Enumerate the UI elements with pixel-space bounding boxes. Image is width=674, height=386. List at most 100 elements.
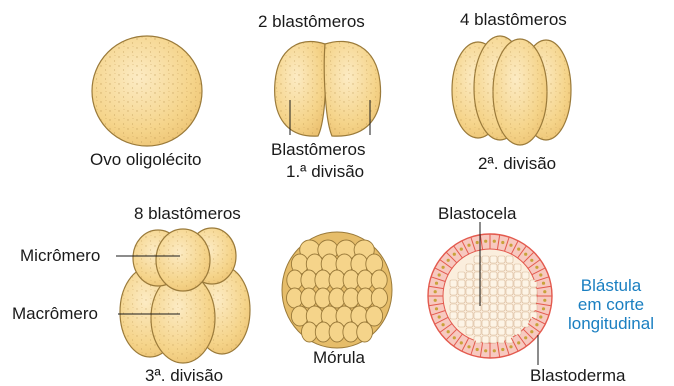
blastocoel-cell [498,272,505,279]
blastocoel-cell [474,312,481,319]
blastoderm-nucleus [535,323,538,326]
blastocoel-cell [522,312,529,319]
blastocoel-cell [458,296,465,303]
blastoderm-nucleus [539,315,542,318]
blastocoel-cell [458,312,465,319]
four-cell-embryo [450,36,575,148]
blastoderm-nucleus [447,330,450,333]
blastoderm-nucleus [453,253,456,256]
blastoderm-nucleus [434,290,437,293]
blastoderm-nucleus [484,349,487,352]
blastoderm-nucleus [460,248,463,251]
label-four-blastomeres: 4 blastômeros [460,10,567,29]
blastocoel-cell [506,256,513,263]
blastocoel-cell [450,312,457,319]
blastoderm-nucleus [453,336,456,339]
blastocoel-cell [450,280,457,287]
blastoderm-nucleus [517,341,520,344]
label-egg: Ovo oligolécito [90,150,202,169]
blastocoel-cell [506,328,513,335]
morula-cell [329,270,345,290]
blastoderm-nucleus [517,248,520,251]
blastoderm-nucleus [442,323,445,326]
blastoderm-nucleus [524,336,527,339]
blastoderm-nucleus [542,282,545,285]
morula-cell [287,270,303,290]
blastocoel-cell [482,312,489,319]
blastocoel-cell [482,336,489,343]
blastocoel-cell [514,264,521,271]
label-blastula-caption: Blástula em corte longitudinal [556,276,666,333]
blastocoel-cell [498,304,505,311]
blastocoel-cell [466,296,473,303]
blastocoel-cell [490,296,497,303]
egg-cell [92,36,202,146]
blastoderm-nucleus [484,240,487,243]
blastocoel-cell [506,280,513,287]
label-second-division: 2ª. divisão [478,154,556,173]
morula-cell [315,270,331,290]
blastocoel-cell [466,280,473,287]
blastoderm-nucleus [535,266,538,269]
blastoderm-nucleus [530,330,533,333]
blastocoel-cell [506,296,513,303]
blastocoel-cell [514,296,521,303]
blastoderm-nucleus [435,307,438,310]
blastocoel-cell [466,320,473,327]
blastoderm-nucleus [509,345,512,348]
blastocoel-cell [490,288,497,295]
blastoderm-nucleus [501,241,504,244]
blastoderm-nucleus [524,253,527,256]
label-blastoderm: Blastoderma [530,366,625,385]
blastocoel-cell [458,288,465,295]
blastocoel-cell [458,280,465,287]
blastoderm-nucleus [447,259,450,262]
blastocoel-cell [490,320,497,327]
blastocoel-cell [506,320,513,327]
caption-line-2: em corte [556,295,666,314]
blastoderm-nucleus [493,240,496,243]
blastocoel-cell [474,320,481,327]
blastoderm-nucleus [442,266,445,269]
blastocoel-cell [490,264,497,271]
blastocoel-cell [458,304,465,311]
label-two-blastomeres: 2 blastômeros [258,12,365,31]
blastoderm-nucleus [435,282,438,285]
blastocoel-cell [514,288,521,295]
blastocoel-cell [498,320,505,327]
blastocoel-cell [530,304,537,311]
blastocoel-cell [466,312,473,319]
blastocoel-cell [482,256,489,263]
blastocoel-cell [498,280,505,287]
blastoderm-nucleus [543,290,546,293]
blastoderm-nucleus [476,241,479,244]
blastoderm-nucleus [509,244,512,247]
blastocoel-cell [490,328,497,335]
blastocoel-cell [514,312,521,319]
blastoderm-nucleus [467,345,470,348]
blastocoel-cell [514,328,521,335]
blastocoel-cell [522,280,529,287]
label-blastomeres: Blastômeros [271,140,365,159]
blastocoel-cell [458,320,465,327]
blastocoel-cell [498,336,505,343]
label-morula: Mórula [313,348,365,367]
blastocoel-cell [522,296,529,303]
blastocoel-cell [506,264,513,271]
morula-cell [357,322,373,342]
blastocoel-cell [522,288,529,295]
blastocoel-cell [490,256,497,263]
blastoderm-nucleus [434,299,437,302]
label-macromere: Macrômero [12,304,98,323]
blastocoel-cell [482,280,489,287]
blastocoel-cell [506,288,513,295]
blastocoel-cell [466,288,473,295]
blastocoel-cell [474,328,481,335]
blastoderm-nucleus [530,259,533,262]
blastocoel-cell [482,296,489,303]
blastoderm-nucleus [501,348,504,351]
blastocoel-cell [482,320,489,327]
blastoderm-nucleus [467,244,470,247]
blastocoel-cell [466,272,473,279]
blastocoel-cell [522,320,529,327]
